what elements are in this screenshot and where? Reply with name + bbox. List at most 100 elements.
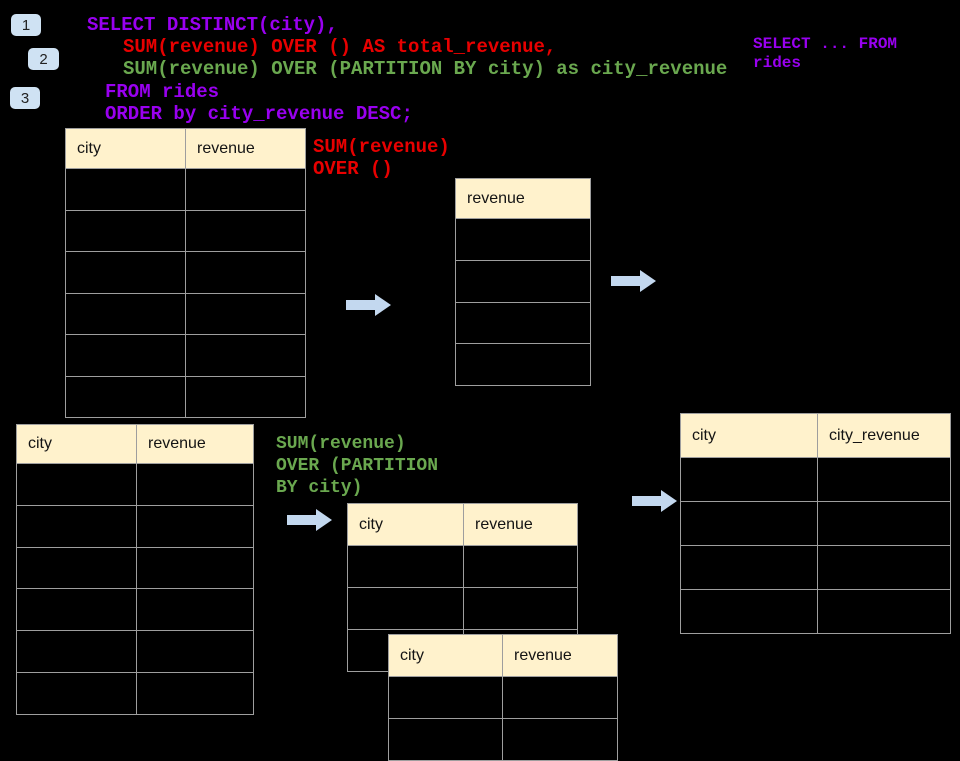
total-revenue-label-line2: OVER () — [313, 158, 393, 180]
table-row — [348, 588, 578, 630]
table-cell — [17, 464, 137, 506]
table-row — [681, 458, 951, 502]
table-header-row: revenue — [456, 179, 591, 219]
table-row — [66, 293, 306, 335]
table-row — [681, 590, 951, 634]
table-header-row: city revenue — [389, 635, 618, 677]
partition-label-line2: OVER (PARTITION — [276, 456, 439, 476]
table-cell — [456, 344, 591, 387]
table-cell — [818, 458, 951, 502]
table-row — [17, 547, 254, 590]
table-cell — [681, 502, 818, 546]
sql-line-select: SELECT DISTINCT(city), — [87, 14, 338, 36]
table-header-row: city revenue — [348, 504, 578, 546]
table-row — [17, 505, 254, 548]
table-row — [681, 502, 951, 546]
partition-label-line1: SUM(revenue) — [276, 434, 406, 454]
column-header-city-revenue: city_revenue — [818, 414, 951, 458]
side-snippet-line-2: rides — [753, 54, 802, 72]
table-cell — [137, 631, 254, 673]
table-cell — [186, 376, 306, 418]
table-row — [389, 677, 618, 719]
total-revenue-label: SUM(revenue) OVER () — [313, 136, 450, 180]
table-cell — [348, 546, 464, 588]
sql-line-from: FROM rides — [105, 81, 220, 103]
step-badge-3: 3 — [10, 87, 40, 109]
table-header-row: city city_revenue — [681, 414, 951, 458]
table-cell — [818, 546, 951, 590]
table-row — [66, 169, 306, 211]
arrow-right-icon — [287, 509, 332, 531]
table-cell — [17, 547, 137, 590]
table-cell — [137, 505, 254, 548]
column-header-city: city — [66, 129, 186, 169]
step-badge-1: 1 — [11, 14, 41, 36]
table-cell — [17, 672, 137, 715]
table-cell — [137, 589, 254, 632]
partition-label-line3: BY city) — [276, 478, 363, 498]
table-row — [456, 302, 591, 345]
table-cell — [186, 210, 306, 252]
source-table-top: city revenue — [65, 128, 306, 418]
arrow-right-icon — [611, 270, 656, 292]
table-cell — [186, 169, 306, 211]
table-row — [17, 672, 254, 715]
table-row — [456, 344, 591, 387]
column-header-city: city — [17, 425, 137, 464]
table-row — [66, 252, 306, 294]
table-cell — [456, 219, 591, 261]
table-cell — [17, 631, 137, 673]
table-cell — [681, 458, 818, 502]
column-header-revenue: revenue — [503, 635, 618, 677]
table-header-row: city revenue — [66, 129, 306, 169]
table-cell — [66, 376, 186, 418]
table-cell — [503, 719, 618, 761]
table-row — [17, 464, 254, 506]
table-cell — [456, 260, 591, 303]
table-cell — [137, 547, 254, 590]
partition-label: SUM(revenue) OVER (PARTITION BY city) — [276, 433, 438, 499]
column-header-city: city — [348, 504, 464, 546]
arrow-right-icon — [632, 490, 677, 512]
column-header-city: city — [389, 635, 503, 677]
step-badge-2: 2 — [28, 48, 59, 70]
table-row — [66, 210, 306, 252]
sql-line-order-by: ORDER by city_revenue DESC; — [105, 103, 413, 125]
table-cell — [66, 252, 186, 294]
table-cell — [389, 719, 503, 761]
side-snippet: SELECT ... FROM rides — [753, 35, 897, 73]
table-header-row: city revenue — [17, 425, 254, 464]
table-cell — [464, 546, 578, 588]
table-cell — [681, 546, 818, 590]
table-row — [456, 260, 591, 303]
table-cell — [17, 589, 137, 632]
table-cell — [186, 335, 306, 377]
table-cell — [348, 588, 464, 630]
table-row — [681, 546, 951, 590]
table-cell — [66, 335, 186, 377]
table-row — [66, 376, 306, 418]
column-header-revenue: revenue — [456, 179, 591, 219]
table-row — [456, 219, 591, 261]
side-snippet-line-1: SELECT ... FROM — [753, 35, 898, 53]
column-header-city: city — [681, 414, 818, 458]
table-cell — [137, 672, 254, 715]
table-cell — [503, 677, 618, 719]
sql-line-partition-sum: SUM(revenue) OVER (PARTITION BY city) as… — [123, 58, 728, 80]
column-header-revenue: revenue — [464, 504, 578, 546]
table-cell — [66, 293, 186, 335]
table-cell — [818, 590, 951, 634]
table-row — [389, 719, 618, 761]
table-cell — [681, 590, 818, 634]
table-cell — [17, 505, 137, 548]
sql-line-total-sum: SUM(revenue) OVER () AS total_revenue, — [123, 36, 557, 58]
table-cell — [464, 588, 578, 630]
city-revenue-table: city city_revenue — [680, 413, 951, 634]
total-revenue-label-line1: SUM(revenue) — [313, 136, 450, 158]
source-table-bottom: city revenue — [16, 424, 254, 715]
table-cell — [66, 169, 186, 211]
column-header-revenue: revenue — [186, 129, 306, 169]
table-cell — [66, 210, 186, 252]
partition-table-back: city revenue — [388, 634, 618, 761]
table-row — [17, 631, 254, 673]
